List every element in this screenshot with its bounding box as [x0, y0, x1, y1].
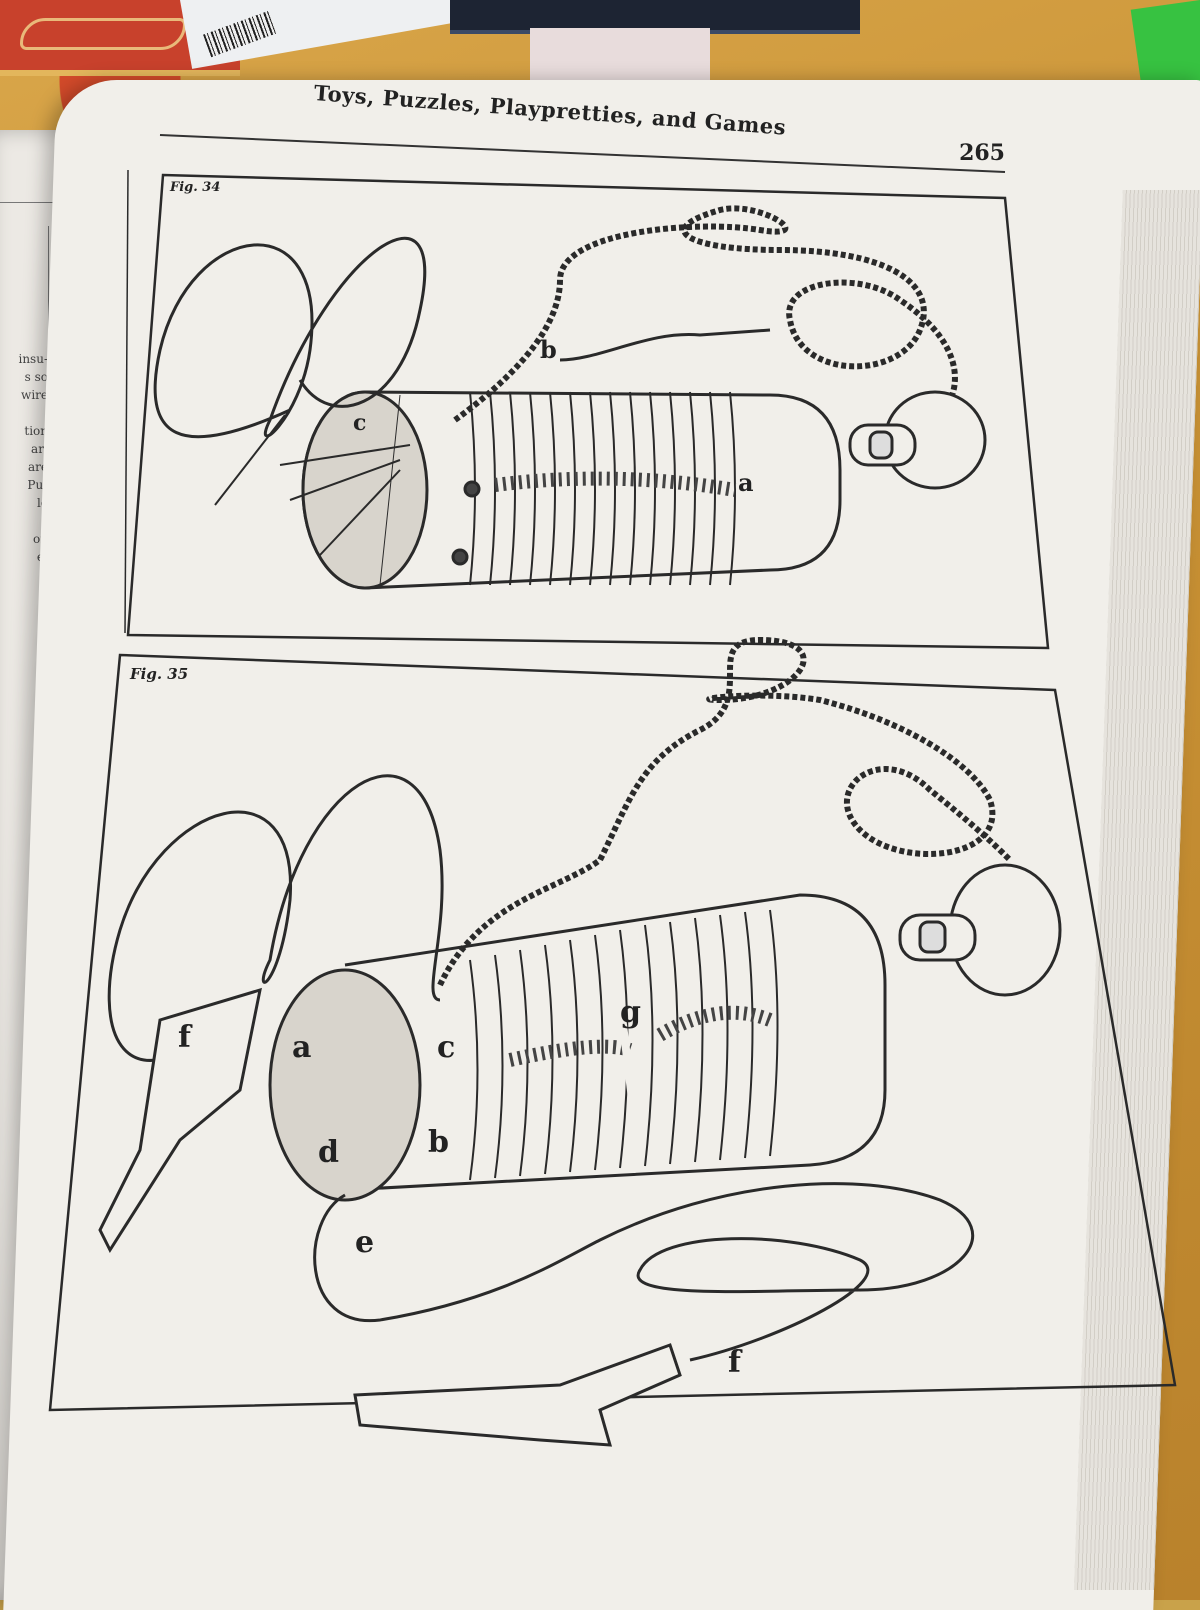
fig35-wire-loop [107, 774, 444, 1062]
left-page-rule [0, 202, 60, 203]
fig34-can-body [364, 390, 842, 590]
fig35-callout-a: a [292, 1030, 312, 1065]
fig34-callout-c: c [353, 410, 367, 436]
fig35-callout-f-bottom: f [728, 1345, 741, 1380]
page-number: 265 [959, 140, 1005, 166]
fig35-callout-g: g [620, 995, 641, 1030]
fig35-twisted-cord [437, 636, 1013, 987]
fig35-illustration [48, 636, 1177, 1447]
fig34-illustration [124, 169, 1050, 650]
fig35-clip-bottom [353, 1343, 682, 1447]
fig35-frame [48, 653, 1177, 1412]
fig34-callout-b: b [540, 335, 557, 364]
running-head: Toys, Puzzles, Playpretties, and Games 2… [313, 80, 1005, 170]
fig34-wire-loop [153, 236, 427, 439]
fig35-label: Fig. 35 [130, 665, 189, 683]
fig35-lower-cord [313, 1182, 975, 1362]
fig34-frame [126, 173, 1050, 650]
fig34-coil [469, 391, 736, 586]
fig35-callout-d: d [318, 1135, 339, 1170]
fig35-can-end [268, 968, 422, 1202]
fig35-callout-e: e [355, 1225, 375, 1260]
fig35-callout-c: c [437, 1030, 456, 1065]
fig34-label: Fig. 34 [170, 180, 221, 195]
fig35-callout-f-left: f [178, 1020, 191, 1055]
fig34-callout-a: a [738, 468, 754, 497]
pink-card [530, 28, 710, 88]
fig34-twisted-cord [453, 205, 958, 423]
fig35-callout-b: b [428, 1125, 449, 1160]
fig35-clip-left [98, 987, 262, 1254]
header-rule [159, 134, 1006, 173]
